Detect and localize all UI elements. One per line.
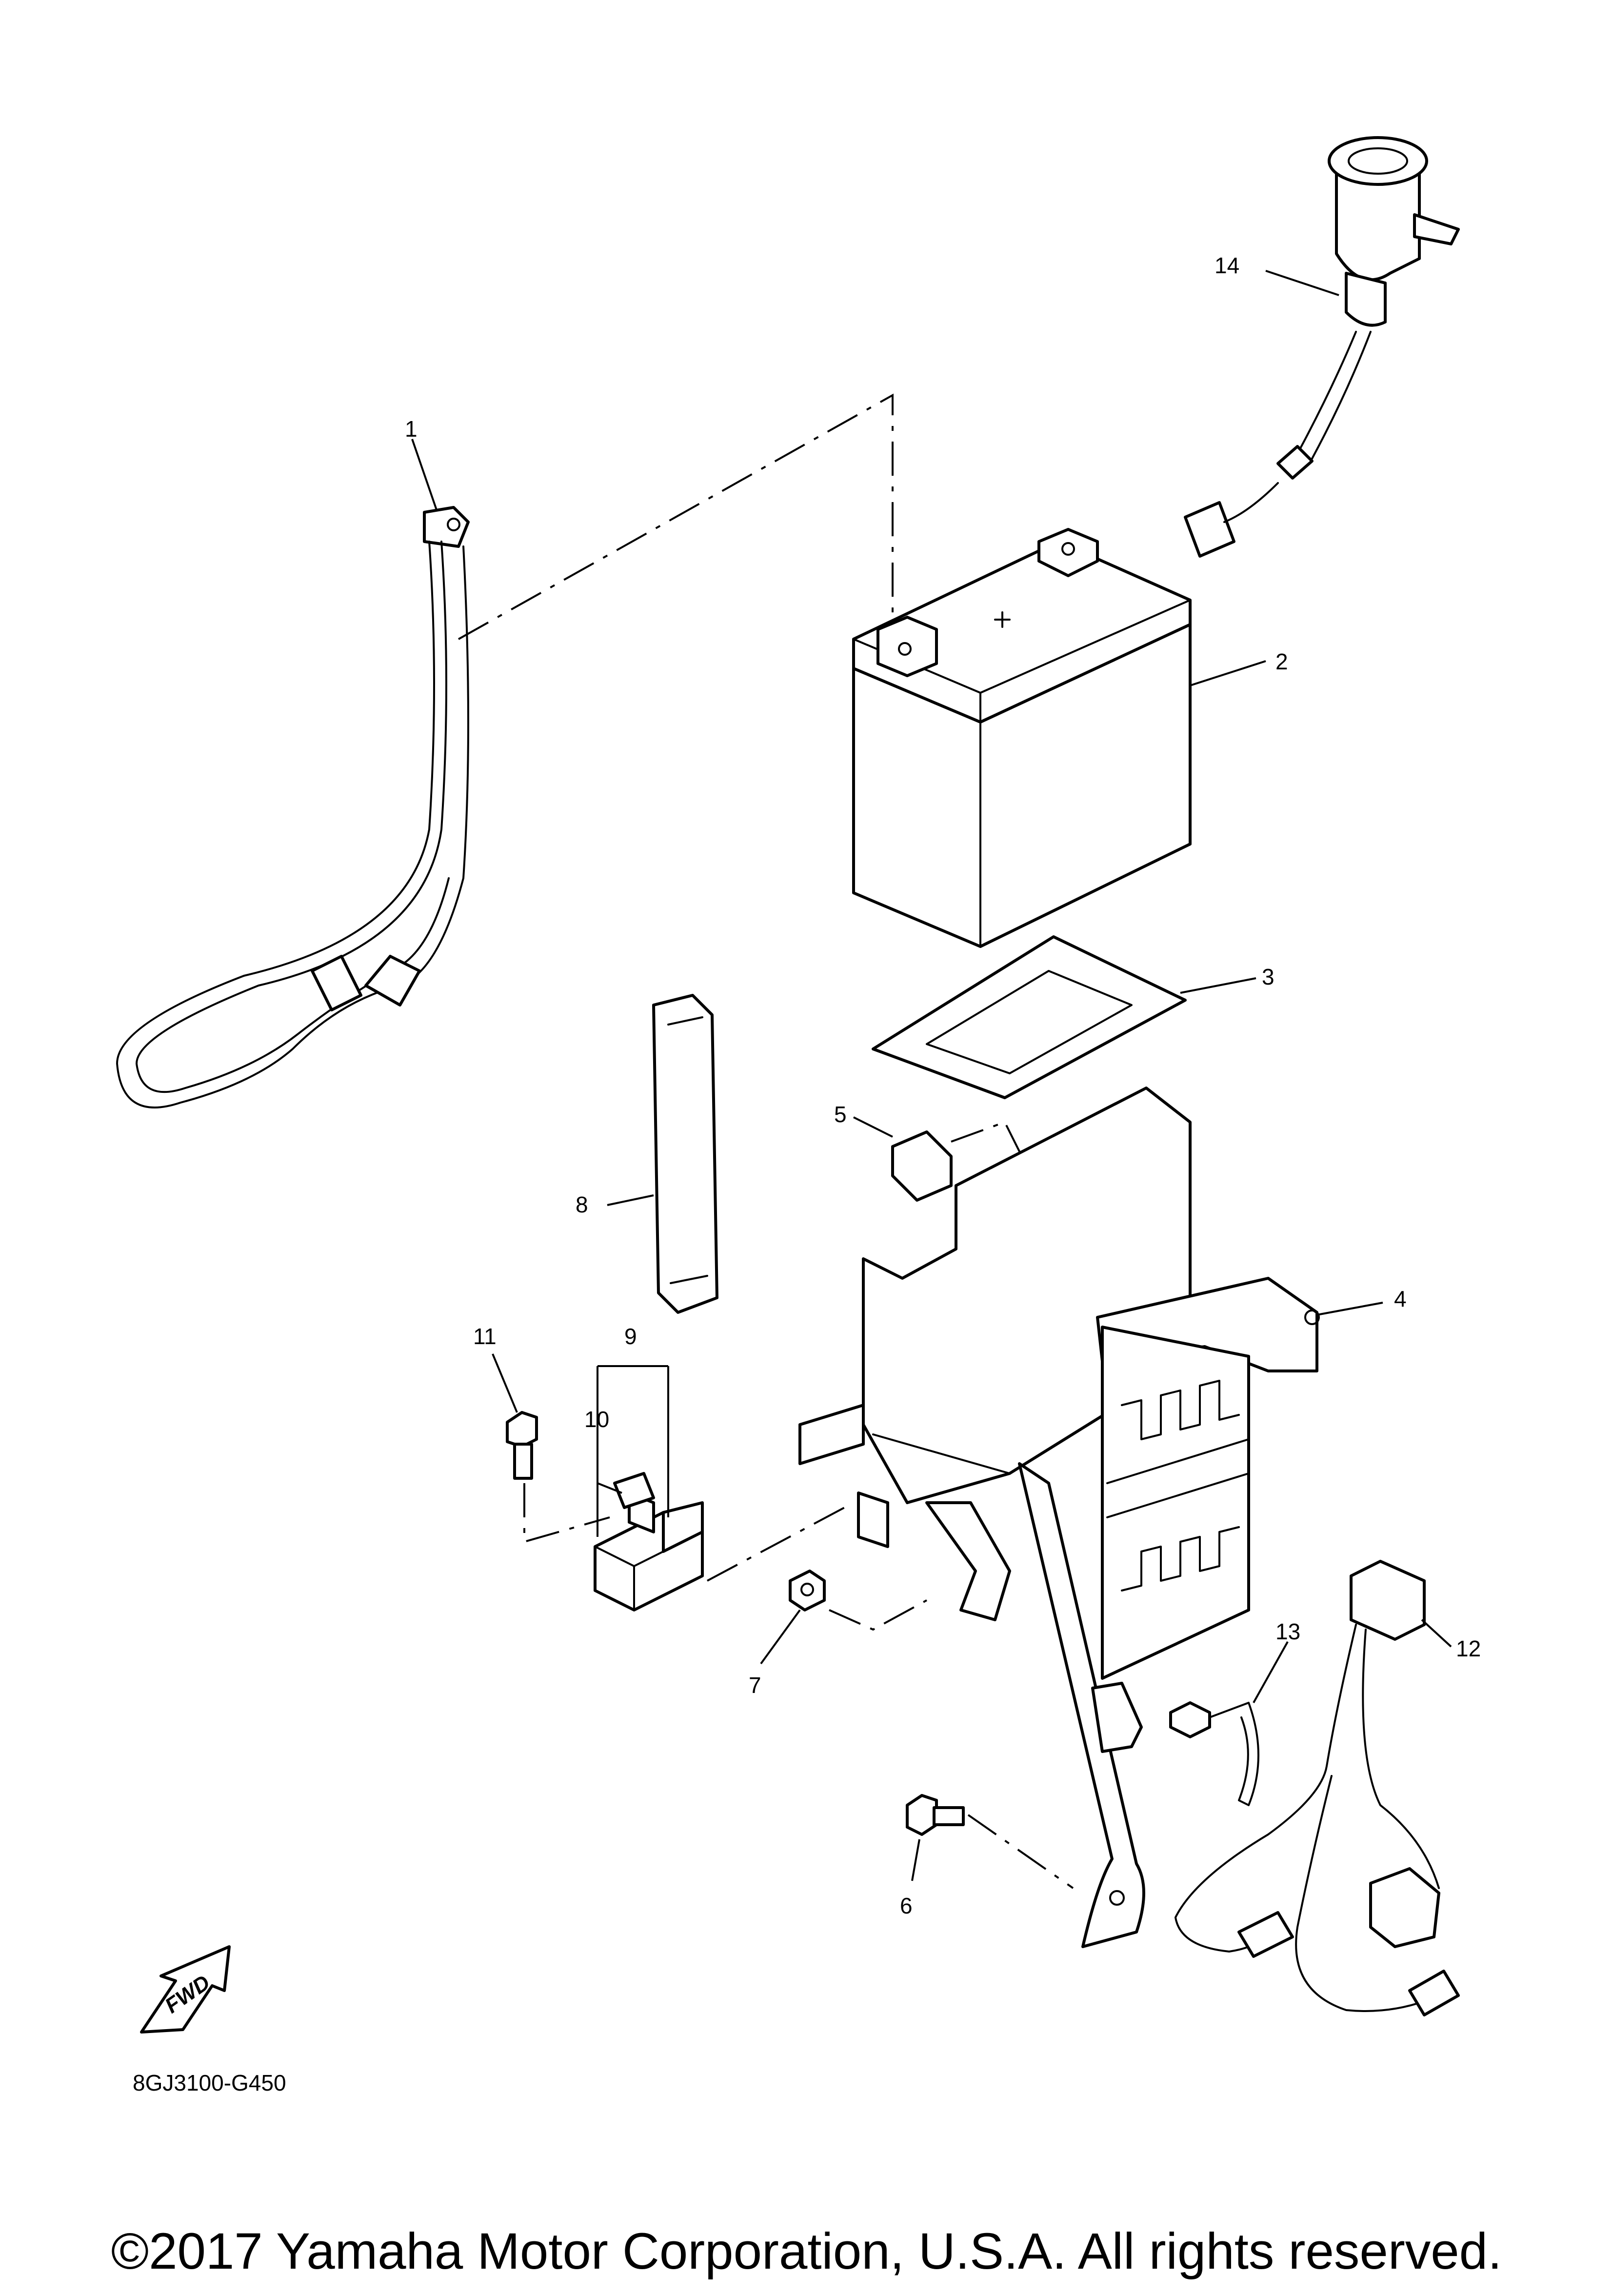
callout-9: 9: [624, 1324, 637, 1349]
part-13-cable-tie: [1169, 1701, 1259, 1806]
callout-13: 13: [1275, 1619, 1300, 1644]
assembly-line-9-4: [707, 1502, 854, 1582]
callout-labels: 1 2 3 4 5 6 7 8 9 10 11 12 13 14: [405, 253, 1481, 1918]
copyright-notice: ©2017 Yamaha Motor Corporation, U.S.A. A…: [111, 2223, 1502, 2280]
part-4-battery-box: [798, 1087, 1320, 1948]
part-5-clip: [891, 1130, 953, 1202]
callout-1: 1: [405, 416, 418, 442]
part-14-accessory-socket: [1184, 136, 1460, 558]
part-8-battery-band: [652, 994, 718, 1314]
callout-11: 11: [473, 1324, 497, 1349]
leader-lines: [411, 270, 1452, 1881]
callout-14: 14: [1215, 253, 1239, 278]
assembly-line-6: [967, 1814, 1074, 1889]
part-7-nut: [789, 1570, 826, 1611]
callout-2: 2: [1275, 649, 1288, 674]
part-2-battery: [852, 528, 1192, 948]
part-10-relay-cover: [613, 1472, 655, 1509]
part-12-sub-lead: [1175, 1560, 1460, 2016]
assembly-line-11: [523, 1483, 610, 1543]
assembly-line-1-2: [458, 393, 894, 640]
callout-12: 12: [1456, 1636, 1481, 1661]
callout-8: 8: [576, 1192, 588, 1217]
diagram-code: 8GJ3100-G450: [133, 2070, 286, 2095]
part-9-relay: [594, 1491, 704, 1611]
part-11-bolt: [506, 1411, 538, 1480]
part-1-lead-wire: [116, 506, 470, 1108]
fwd-arrow-icon: FWD: [140, 1945, 231, 2034]
callout-6: 6: [900, 1893, 913, 1918]
part-3-battery-pad: [872, 935, 1187, 1099]
callout-10: 10: [584, 1407, 609, 1432]
callout-4: 4: [1394, 1286, 1407, 1311]
callout-7: 7: [749, 1672, 761, 1698]
callout-3: 3: [1262, 964, 1274, 989]
assembly-line-7: [829, 1599, 927, 1631]
part-6-bolt: [906, 1794, 965, 1836]
callout-5: 5: [834, 1102, 847, 1127]
